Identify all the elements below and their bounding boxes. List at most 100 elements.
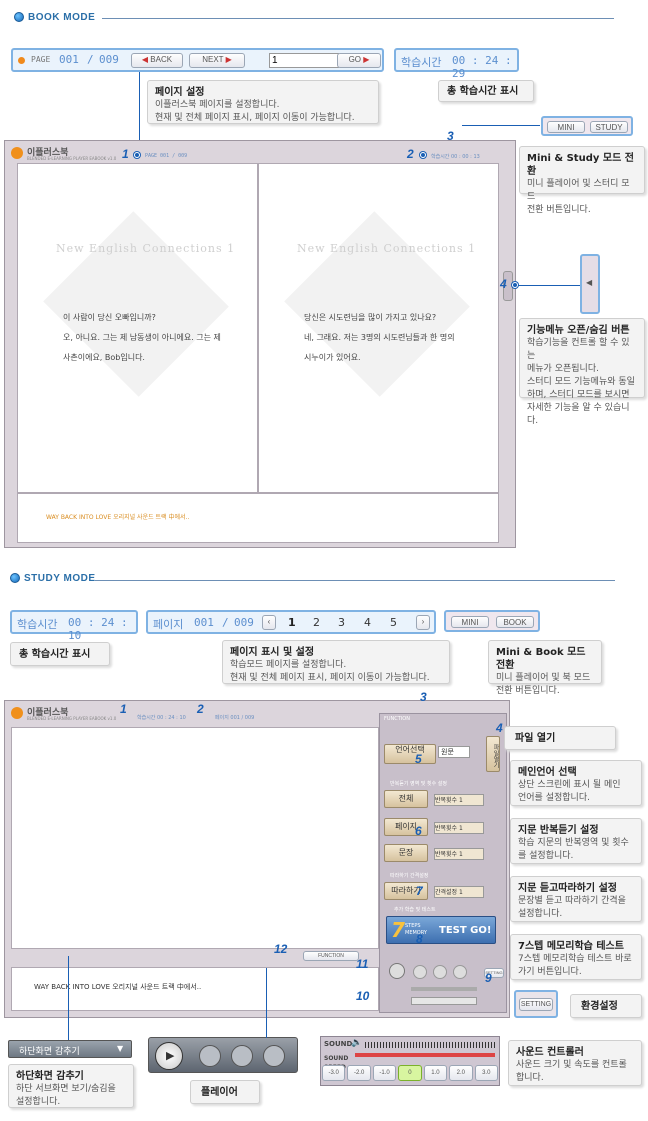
speed-minus-1[interactable]: -1.0 bbox=[372, 1065, 397, 1081]
play-icon[interactable] bbox=[389, 963, 405, 979]
repeat-title: 반복듣기 영역 및 횟수 설정 bbox=[390, 781, 447, 787]
speed-row: -3.0 -2.0 -1.0 0 1.0 2.0 3.0 bbox=[322, 1065, 498, 1083]
page-num-4[interactable]: 4 bbox=[364, 616, 371, 629]
marker-1: 1 bbox=[120, 702, 127, 716]
back-button[interactable]: ◀ BACK bbox=[131, 53, 183, 68]
mode-callout: Mini & Study 모드 전환 미니 플레이어 및 스터디 모드 전환 버… bbox=[519, 146, 645, 215]
app-logo-icon bbox=[11, 707, 23, 719]
page-current: 001 bbox=[194, 616, 214, 629]
next-button[interactable]: NEXT ▶ bbox=[189, 53, 245, 68]
bottom-text: WAY BACK INTO LOVE 오리지널 사운드 트랙 中에서.. bbox=[46, 514, 190, 521]
page-num-5[interactable]: 5 bbox=[390, 616, 397, 629]
marker-4: 4 bbox=[500, 277, 507, 291]
player-caption: 플레이어 bbox=[190, 1080, 260, 1104]
memory-title: 추가 학습 및 테스트 bbox=[394, 907, 436, 913]
prev-page-button[interactable]: ‹ bbox=[262, 615, 276, 630]
repeat-count-value: 1 bbox=[459, 851, 463, 858]
repeat-page-button[interactable]: 페이지 bbox=[384, 818, 428, 836]
pages-label: 페이지 bbox=[153, 618, 184, 631]
hide-bottom-label: 하단화면 감추기 bbox=[19, 1047, 80, 1057]
setting-button[interactable]: SETTING bbox=[519, 998, 553, 1011]
watermark-logo bbox=[43, 211, 229, 397]
divider bbox=[102, 18, 614, 19]
repeat-count-label: 반복횟수 bbox=[435, 797, 458, 804]
page-num-1[interactable]: 1 bbox=[288, 616, 296, 629]
right-line-1: 당신은 시도련님을 많이 가지고 있나요? bbox=[304, 313, 437, 322]
page-num-3[interactable]: 3 bbox=[338, 616, 345, 629]
follow-interval-label: 간격설정 bbox=[435, 889, 458, 896]
mini-button[interactable]: MINI bbox=[451, 616, 489, 628]
marker-6: 6 bbox=[415, 824, 422, 838]
speed-minus-2[interactable]: -2.0 bbox=[347, 1065, 371, 1081]
timer-value: 00 : 24 : 10 bbox=[68, 616, 128, 642]
study-mode-title: STUDY MODE bbox=[24, 573, 96, 584]
player-zoom: ▶ bbox=[148, 1037, 298, 1073]
repeat-count-page[interactable]: 반복횟수 1 bbox=[434, 822, 484, 834]
file-open-callout: 파일 열기 bbox=[504, 726, 616, 750]
go-button[interactable]: GO ▶ bbox=[337, 53, 381, 68]
timer-label: 학습시간 bbox=[401, 56, 442, 69]
mini-sound-bar[interactable] bbox=[411, 987, 477, 991]
page-callout: 페이지 표시 및 설정 학습모드 페이지를 설정합니다. 현재 및 전체 페이지… bbox=[222, 640, 450, 684]
page-input[interactable] bbox=[269, 53, 339, 68]
setting-mini-button[interactable]: SETTING bbox=[484, 968, 504, 978]
back-label: BACK bbox=[150, 55, 173, 64]
mini-speed-bar[interactable] bbox=[411, 997, 477, 1005]
marker-7: 7 bbox=[416, 884, 423, 898]
speed-minus-3[interactable]: -3.0 bbox=[322, 1065, 346, 1081]
speed-zero[interactable]: 0 bbox=[398, 1065, 422, 1081]
lang-dropdown[interactable]: 원문 bbox=[438, 746, 470, 758]
connector bbox=[139, 72, 140, 152]
stop-button[interactable] bbox=[263, 1045, 285, 1067]
marker-3: 3 bbox=[447, 129, 454, 143]
memory-test: TEST GO! bbox=[439, 925, 492, 936]
connector bbox=[68, 956, 69, 1040]
speed-plus-2[interactable]: 2.0 bbox=[449, 1065, 473, 1081]
memory-big: 7 bbox=[391, 918, 405, 942]
volume-slider[interactable] bbox=[365, 1042, 495, 1048]
next-icon[interactable] bbox=[433, 965, 447, 979]
follow-interval-value: 1 bbox=[459, 889, 463, 896]
app-logo: 이플러스북 bbox=[27, 148, 69, 158]
speed-plus-1[interactable]: 1.0 bbox=[423, 1065, 448, 1081]
memory-test-button[interactable]: 7 STEPS MEMORY TEST GO! bbox=[386, 916, 496, 944]
hide-bottom-button[interactable]: 하단화면 감추기 ▼ bbox=[8, 1040, 132, 1058]
page-num-2[interactable]: 2 bbox=[313, 616, 320, 629]
timer-value: 00 : 24 : 29 bbox=[452, 54, 512, 80]
play-button[interactable]: ▶ bbox=[155, 1042, 183, 1070]
repeat-count-all[interactable]: 반복횟수 1 bbox=[434, 794, 484, 806]
next-arrow-icon: ▶ bbox=[223, 55, 232, 64]
prev-icon[interactable] bbox=[413, 965, 427, 979]
timer-caption: 총 학습시간 표시 bbox=[10, 642, 110, 666]
left-watermark: New English Connections 1 bbox=[56, 242, 236, 255]
menu-callout: 기능메뉴 오픈/숨김 버튼 학습기능을 컨트롤 할 수 있는 메뉴가 오픈됩니다… bbox=[519, 318, 645, 426]
hide-bottom-mini-button[interactable]: FUNCTION bbox=[303, 951, 359, 961]
prev-button[interactable] bbox=[199, 1045, 221, 1067]
setting-zoom: SETTING bbox=[514, 990, 558, 1018]
divider bbox=[95, 580, 615, 581]
right-watermark: New English Connections 1 bbox=[297, 242, 477, 255]
follow-button[interactable]: 따라하기 bbox=[384, 882, 428, 900]
book-button[interactable]: BOOK bbox=[496, 616, 534, 628]
study-button[interactable]: STUDY bbox=[590, 121, 628, 133]
page-total: 009 bbox=[234, 616, 254, 629]
study-app-window: 이플러스북 BLENDED E-LEARNING PLAYER EABOOK v… bbox=[4, 700, 510, 1018]
study-screen bbox=[11, 727, 379, 949]
file-open-button[interactable]: 파일열기 bbox=[486, 736, 500, 772]
repeat-page-label: 페이지 bbox=[394, 822, 418, 831]
repeat-count-sentence[interactable]: 반복횟수 1 bbox=[434, 848, 484, 860]
follow-interval[interactable]: 간격설정 1 bbox=[434, 886, 484, 898]
stop-icon[interactable] bbox=[453, 965, 467, 979]
book-app-window: 이플러스북 BLENDED E-LEARNING PLAYER EABOOK v… bbox=[4, 140, 516, 548]
mini-button[interactable]: MINI bbox=[547, 121, 585, 133]
repeat-all-button[interactable]: 전체 bbox=[384, 790, 428, 808]
next-page-button[interactable]: › bbox=[416, 615, 430, 630]
chevron-right-icon: › bbox=[421, 617, 425, 626]
speed-plus-3[interactable]: 3.0 bbox=[474, 1065, 498, 1081]
repeat-sentence-button[interactable]: 문장 bbox=[384, 844, 428, 862]
next-button[interactable] bbox=[231, 1045, 253, 1067]
